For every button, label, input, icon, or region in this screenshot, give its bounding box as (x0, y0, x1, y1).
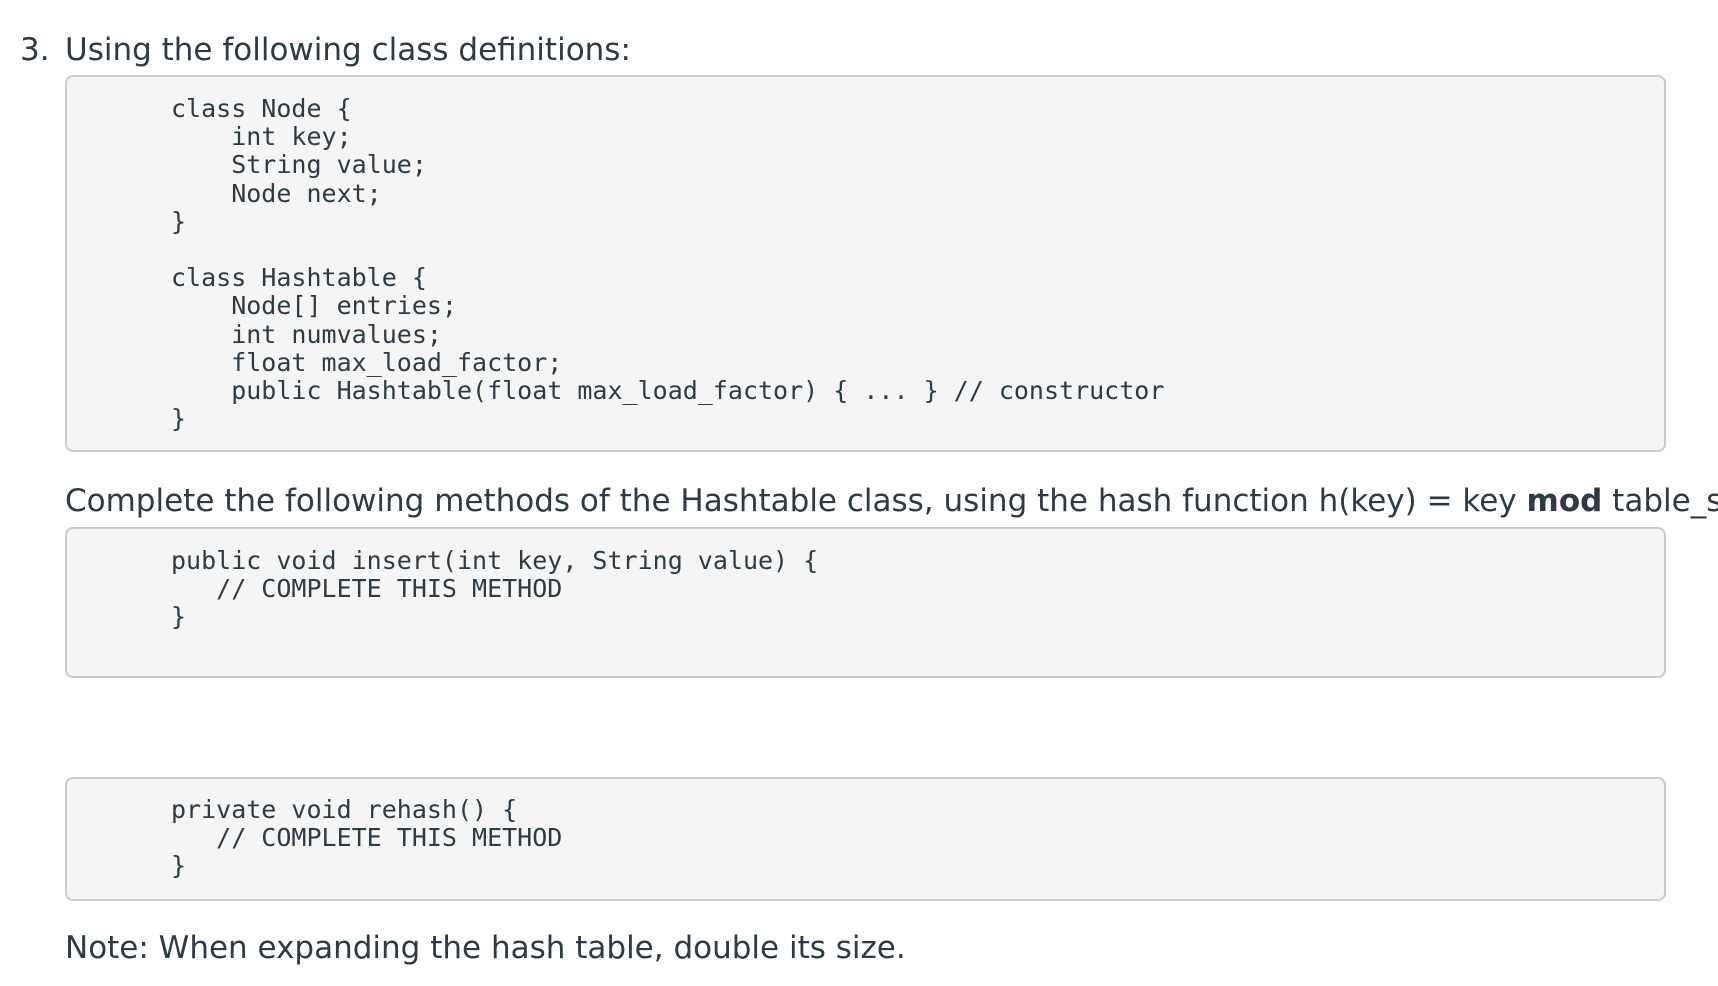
class-definitions-code: class Node { int key; String value; Node… (171, 94, 1165, 434)
instruction-text: Complete the following methods of the Ha… (65, 481, 1718, 521)
instruction-text-start: Complete the following methods of the Ha… (65, 483, 1527, 519)
instruction-text-end: table_size. (1612, 483, 1718, 519)
instruction-text-bold: mod (1526, 483, 1603, 519)
question-number: 3. (20, 32, 50, 68)
question-heading: 3. Using the following class definitions: (20, 30, 631, 70)
insert-method-code-block: public void insert(int key, String value… (65, 527, 1666, 678)
note-text: Note: When expanding the hash table, dou… (65, 930, 906, 966)
insert-method-code: public void insert(int key, String value… (171, 546, 819, 632)
class-definitions-code-block: class Node { int key; String value; Node… (65, 75, 1666, 452)
rehash-method-code: private void rehash() { // COMPLETE THIS… (171, 795, 563, 881)
question-intro: Using the following class definitions: (65, 32, 631, 68)
rehash-method-code-block: private void rehash() { // COMPLETE THIS… (65, 777, 1666, 901)
